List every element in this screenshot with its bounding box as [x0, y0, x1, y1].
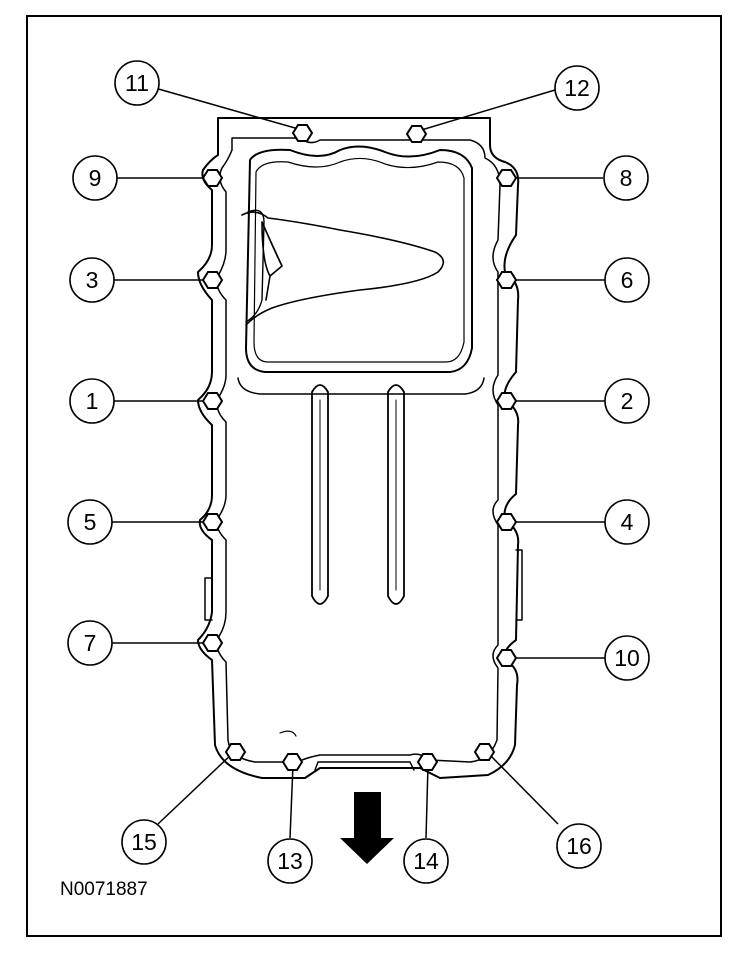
svg-text:1: 1 — [86, 388, 99, 414]
bolt-4 — [495, 513, 518, 531]
svg-text:15: 15 — [131, 829, 157, 855]
callout-6: 6 — [604, 257, 650, 303]
bolt-3 — [201, 271, 224, 289]
bolt-11 — [291, 124, 314, 142]
callout-10: 10 — [604, 635, 650, 681]
svg-text:12: 12 — [564, 75, 590, 101]
oil-pickup — [241, 211, 445, 326]
arrow-down-icon — [340, 792, 394, 864]
figure-frame — [26, 15, 722, 937]
callout-4: 4 — [604, 499, 650, 545]
figure-id: N0071887 — [60, 879, 148, 900]
callout-9: 9 — [72, 155, 118, 201]
callout-16: 16 — [556, 823, 602, 869]
callout-1: 1 — [69, 378, 115, 424]
bolt-14 — [416, 753, 439, 771]
svg-text:9: 9 — [89, 165, 102, 191]
pan-outer-outline — [197, 117, 520, 779]
pan-corner-detail — [279, 730, 297, 737]
svg-text:11: 11 — [125, 70, 149, 96]
oil-pickup-lip — [245, 209, 265, 323]
svg-text:14: 14 — [413, 848, 439, 874]
callout-8: 8 — [603, 155, 649, 201]
pan-bottom-lip — [314, 761, 415, 771]
side-tab-right — [515, 549, 523, 621]
bolt-12 — [405, 125, 428, 143]
rib-right — [387, 384, 405, 605]
svg-text:2: 2 — [621, 388, 634, 414]
callout-13: 13 — [267, 838, 313, 884]
svg-text:10: 10 — [614, 645, 640, 671]
svg-text:13: 13 — [277, 848, 303, 874]
pan-step-line — [237, 377, 485, 395]
bolt-10 — [495, 649, 518, 667]
bolt-5 — [201, 513, 224, 531]
bolt-2 — [495, 392, 518, 410]
sump-well-inner — [253, 157, 465, 363]
side-tab-left — [204, 577, 213, 621]
bolt-7 — [201, 634, 224, 652]
svg-text:7: 7 — [84, 630, 97, 656]
bolt-8 — [495, 169, 518, 187]
callout-7: 7 — [67, 620, 113, 666]
svg-text:16: 16 — [566, 833, 592, 859]
svg-text:5: 5 — [84, 509, 97, 535]
callout-2: 2 — [604, 378, 650, 424]
svg-text:6: 6 — [621, 267, 634, 293]
leader-lines — [108, 87, 605, 839]
bolt-9 — [201, 169, 224, 187]
sump-well — [245, 145, 473, 373]
bolt-13 — [281, 753, 304, 771]
svg-text:3: 3 — [86, 267, 99, 293]
callout-12: 12 — [554, 65, 600, 111]
callout-3: 3 — [69, 257, 115, 303]
bolt-15 — [224, 743, 247, 761]
callout-11: 11 — [114, 60, 160, 106]
svg-text:8: 8 — [620, 165, 633, 191]
bolt-16 — [473, 743, 496, 761]
oil-pickup-cone — [261, 221, 283, 301]
bolt-6 — [495, 271, 518, 289]
callout-14: 14 — [403, 838, 449, 884]
callout-5: 5 — [67, 499, 113, 545]
pan-inner-outline — [216, 137, 501, 763]
bolt-1 — [201, 392, 224, 410]
callout-15: 15 — [121, 819, 167, 865]
bolts — [201, 124, 518, 771]
rib-left — [311, 384, 329, 605]
svg-text:4: 4 — [621, 509, 634, 535]
